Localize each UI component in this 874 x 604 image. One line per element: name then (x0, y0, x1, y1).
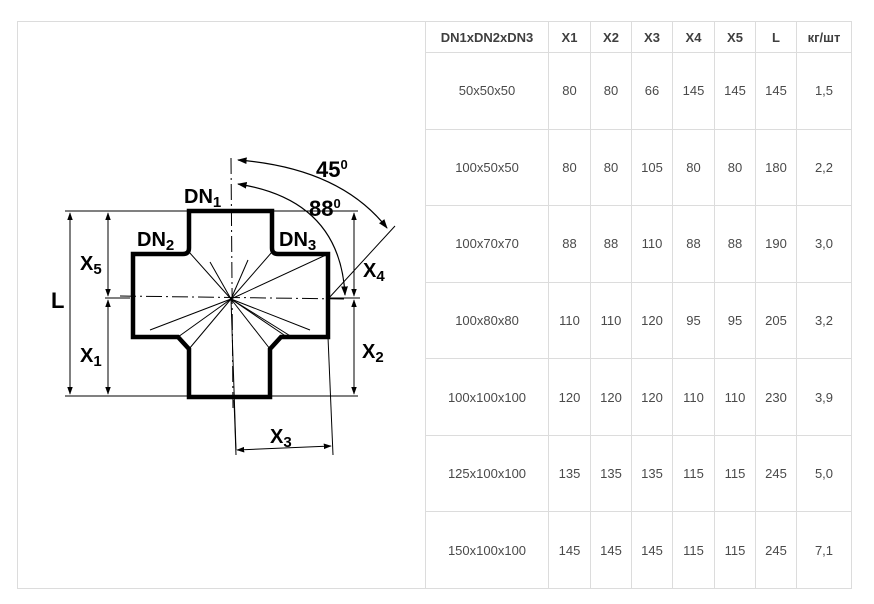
cell-x5: 80 (714, 128, 756, 207)
cell-x2: 135 (590, 434, 632, 513)
table-row: 150x100x100 145 145 145 115 115 245 7,1 (18, 511, 852, 589)
table-row: 100x70x70 88 88 110 88 88 190 3,0 (18, 205, 852, 283)
cell-size: 100x100x100 (425, 358, 549, 436)
header-x3: X3 (631, 21, 673, 53)
cell-x1: 88 (548, 205, 591, 283)
radial-lines (149, 251, 329, 451)
header-weight: кг/шт (796, 21, 852, 53)
spec-table: DN1 DN2 DN3 X5 X1 L X4 X2 X3 450 880 (17, 21, 852, 589)
label-x1: X1 (80, 345, 102, 370)
label-dn1: DN1 (184, 186, 221, 211)
label-l: L (51, 288, 64, 313)
cell-l: 205 (755, 281, 797, 360)
cell-x2: 80 (590, 128, 632, 207)
cell-x2: 145 (590, 511, 632, 589)
cell-x3: 135 (631, 434, 673, 513)
cell-x5: 88 (714, 205, 756, 283)
cell-x3: 120 (631, 358, 673, 436)
cell-x4: 110 (672, 358, 715, 436)
label-angle-45: 450 (316, 157, 348, 182)
cell-weight: 7,1 (796, 511, 852, 589)
cell-l: 230 (755, 358, 797, 436)
header-row: DN1 DN2 DN3 X5 X1 L X4 X2 X3 450 880 (17, 21, 852, 589)
header-l: L (755, 21, 797, 53)
cell-x1: 110 (548, 281, 591, 360)
angle-45-arc (237, 157, 388, 229)
cell-size: 125x100x100 (425, 434, 549, 513)
cell-x2: 80 (590, 52, 632, 130)
cell-x3: 105 (631, 128, 673, 207)
dim-x3 (236, 443, 332, 453)
table-row: 125x100x100 135 135 135 115 115 245 5,0 (18, 434, 852, 513)
cell-size: 100x50x50 (425, 128, 549, 207)
label-x2: X2 (362, 341, 384, 366)
label-angle-88: 880 (309, 196, 341, 221)
cell-x1: 145 (548, 511, 591, 589)
cell-l: 245 (755, 511, 797, 589)
table-row: 100x100x100 120 120 120 110 110 230 3,9 (18, 358, 852, 436)
cell-l: 190 (755, 205, 797, 283)
spec-sheet: DN1 DN2 DN3 X5 X1 L X4 X2 X3 450 880 (17, 21, 852, 589)
cross-fitting-diagram: DN1 DN2 DN3 X5 X1 L X4 X2 X3 450 880 (18, 22, 426, 589)
header-dn: DN1xDN2xDN3 (425, 21, 549, 53)
label-x3: X3 (270, 426, 292, 451)
cell-x5: 95 (714, 281, 756, 360)
cell-x4: 80 (672, 128, 715, 207)
cell-x5: 110 (714, 358, 756, 436)
cell-l: 180 (755, 128, 797, 207)
cell-x3: 120 (631, 281, 673, 360)
cell-x5: 145 (714, 52, 756, 130)
cell-size: 100x80x80 (425, 281, 549, 360)
header-x5: X5 (714, 21, 756, 53)
label-dn3: DN3 (279, 229, 316, 254)
cell-x2: 110 (590, 281, 632, 360)
label-x5: X5 (80, 253, 102, 278)
diagram-cell: DN1 DN2 DN3 X5 X1 L X4 X2 X3 450 880 (17, 21, 426, 589)
cell-weight: 1,5 (796, 52, 852, 130)
cell-weight: 2,2 (796, 128, 852, 207)
cell-l: 245 (755, 434, 797, 513)
cell-weight: 3,2 (796, 281, 852, 360)
cell-x5: 115 (714, 434, 756, 513)
cell-weight: 3,9 (796, 358, 852, 436)
label-dn2: DN2 (137, 229, 174, 254)
cell-size: 150x100x100 (425, 511, 549, 589)
cell-weight: 3,0 (796, 205, 852, 283)
angle-88-arc (237, 182, 348, 296)
cell-x1: 80 (548, 52, 591, 130)
cell-x5: 115 (714, 511, 756, 589)
cell-x4: 95 (672, 281, 715, 360)
table-row: 50x50x50 80 80 66 145 145 145 1,5 (18, 52, 852, 130)
vertical-centerline (230, 157, 234, 411)
cell-weight: 5,0 (796, 434, 852, 513)
cell-size: 50x50x50 (425, 52, 549, 130)
header-x4: X4 (672, 21, 715, 53)
cell-x3: 110 (631, 205, 673, 283)
cell-x3: 145 (631, 511, 673, 589)
cell-x4: 115 (672, 511, 715, 589)
cell-size: 100x70x70 (425, 205, 549, 283)
cell-l: 145 (755, 52, 797, 130)
cell-x4: 145 (672, 52, 715, 130)
table-row: 100x80x80 110 110 120 95 95 205 3,2 (18, 281, 852, 360)
label-x4: X4 (363, 260, 385, 285)
header-x1: X1 (548, 21, 591, 53)
cell-x2: 88 (590, 205, 632, 283)
cell-x2: 120 (590, 358, 632, 436)
cell-x1: 135 (548, 434, 591, 513)
cell-x1: 120 (548, 358, 591, 436)
cell-x3: 66 (631, 52, 673, 130)
table-row: 100x50x50 80 80 105 80 80 180 2,2 (18, 128, 852, 207)
cell-x1: 80 (548, 128, 591, 207)
cell-x4: 88 (672, 205, 715, 283)
cell-x4: 115 (672, 434, 715, 513)
header-x2: X2 (590, 21, 632, 53)
